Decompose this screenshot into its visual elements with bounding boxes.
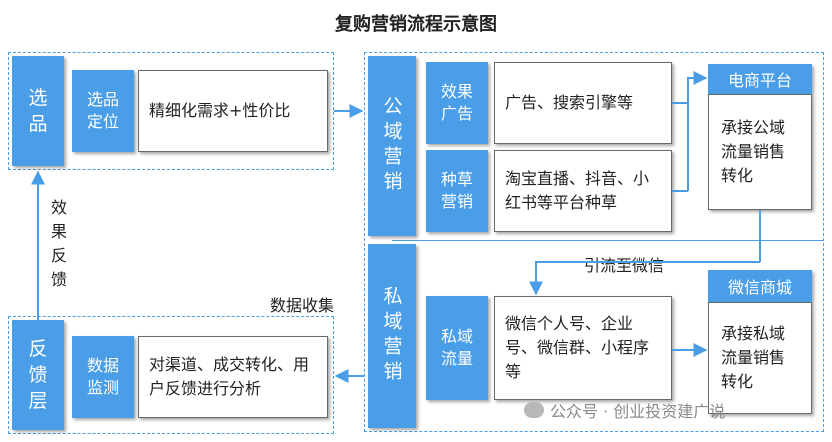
- private-traffic-text: 微信个人号、企业号、微信群、小程序等: [505, 314, 650, 381]
- platform-text-box: 承接公域流量销售转化: [708, 94, 812, 210]
- select-label: 选品: [28, 87, 48, 135]
- private-marketing-block: 私域营销: [368, 244, 416, 428]
- feedback-container: [8, 316, 334, 434]
- feedback-sub-label: 数据监测: [86, 356, 119, 397]
- feedback-sub-block: 数据监测: [72, 336, 134, 418]
- seed-text: 淘宝直播、抖音、小红书等平台种草: [505, 169, 650, 212]
- page-title: 复购营销流程示意图: [335, 14, 497, 35]
- ads-label: 效果广告: [440, 82, 473, 123]
- private-traffic-text-box: 微信个人号、企业号、微信群、小程序等: [494, 296, 672, 400]
- redirect-label: 引流至微信: [584, 256, 665, 275]
- select-container: [8, 52, 334, 170]
- private-marketing-label: 私域营销: [380, 286, 403, 386]
- watermark: 公众号 · 创业投资建广说: [524, 398, 725, 422]
- mall-text-box: 承接私域流量销售转化: [708, 302, 812, 414]
- public-marketing-block: 公域营销: [368, 56, 416, 236]
- feedback-text: 对渠道、成交转化、用户反馈进行分析: [149, 355, 310, 398]
- ads-text-box: 广告、搜索引擎等: [494, 62, 672, 144]
- platform-text: 承接公域流量销售转化: [721, 118, 786, 185]
- data-collect-label: 数据收集: [270, 296, 335, 315]
- effect-feedback-label: 效果反馈: [50, 198, 67, 289]
- select-text: 精细化需求+性价比: [149, 101, 291, 120]
- select-block: 选品: [12, 56, 64, 166]
- seed-label: 种草营销: [440, 170, 473, 211]
- mall-text: 承接私域流量销售转化: [721, 324, 786, 391]
- public-private-divider: [392, 240, 824, 241]
- redirect-arrow: [529, 261, 760, 296]
- ads-text: 广告、搜索引擎等: [505, 93, 634, 112]
- private-traffic-label: 私域流量: [440, 327, 473, 368]
- platform-title-block: 电商平台: [708, 64, 812, 94]
- select-sub-label: 选品定位: [86, 90, 119, 131]
- public-marketing-label: 公域营销: [380, 96, 403, 196]
- platform-title: 电商平台: [727, 71, 792, 90]
- seed-text-box: 淘宝直播、抖音、小红书等平台种草: [494, 150, 672, 232]
- ads-block: 效果广告: [426, 62, 488, 144]
- select-text-box: 精细化需求+性价比: [138, 70, 328, 152]
- ads-to-platform-arrow: [672, 71, 708, 104]
- private-traffic-block: 私域流量: [426, 296, 488, 400]
- mall-title-block: 微信商城: [708, 270, 812, 302]
- feedback-label: 反馈层: [28, 338, 48, 412]
- watermark-text: 公众号 · 创业投资建广说: [550, 402, 726, 421]
- wechat-icon: [524, 402, 544, 418]
- select-sub-block: 选品定位: [72, 70, 134, 152]
- mall-title: 微信商城: [727, 278, 792, 297]
- feedback-block: 反馈层: [12, 320, 64, 430]
- seed-block: 种草营销: [426, 150, 488, 232]
- feedback-text-box: 对渠道、成交转化、用户反馈进行分析: [138, 336, 328, 418]
- marketing-container: [364, 52, 824, 432]
